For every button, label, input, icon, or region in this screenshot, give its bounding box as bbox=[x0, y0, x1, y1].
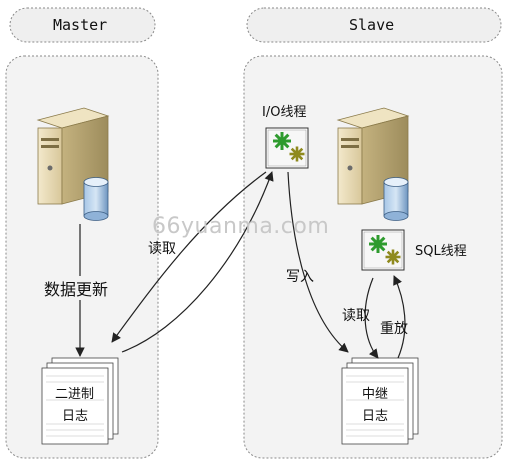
arrow-io-read-request bbox=[111, 171, 267, 343]
data-update-label: 数据更新 bbox=[42, 276, 111, 300]
relay-log-document-icon bbox=[341, 357, 419, 445]
slave-title: Slave bbox=[349, 16, 395, 34]
binlog-label-line1: 二进制 bbox=[55, 387, 95, 402]
read-binlog-label: 读取 bbox=[148, 241, 176, 257]
relay-log-label-line1: 中继 bbox=[362, 387, 389, 402]
master-title-pill bbox=[9, 7, 156, 43]
slave-title-pill bbox=[246, 7, 502, 43]
slave-database-icon bbox=[383, 177, 409, 221]
master-server-icon bbox=[36, 107, 110, 205]
sql-thread-label: SQL线程 bbox=[415, 244, 467, 259]
arrow-write-relay bbox=[287, 171, 349, 353]
io-thread-icon bbox=[265, 127, 309, 169]
arrow-binlog-to-io bbox=[121, 171, 274, 353]
arrow-sql-read bbox=[364, 277, 379, 359]
watermark-text: 66yuanma.com bbox=[152, 214, 330, 239]
read-relay-label: 读取 bbox=[342, 308, 370, 324]
master-database-icon bbox=[83, 177, 109, 221]
master-title: Master bbox=[53, 16, 108, 34]
binlog-document-icon bbox=[41, 357, 119, 445]
replay-label: 重放 bbox=[380, 321, 408, 337]
arrow-sql-replay bbox=[393, 275, 406, 359]
binlog-label-line2: 日志 bbox=[62, 409, 89, 424]
write-relay-label: 写入 bbox=[286, 269, 314, 285]
relay-log-label-line2: 日志 bbox=[362, 409, 389, 424]
sql-thread-icon bbox=[361, 229, 405, 271]
io-thread-label: I/O线程 bbox=[262, 105, 307, 120]
